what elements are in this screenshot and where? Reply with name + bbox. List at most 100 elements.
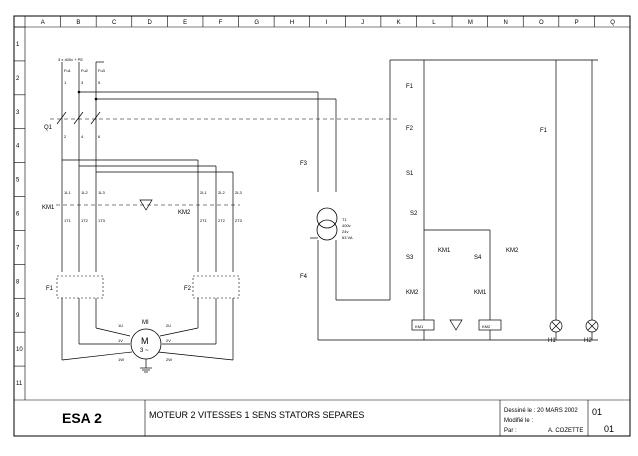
motor-m: M — [141, 336, 149, 346]
km2-coil — [478, 319, 502, 331]
motor-wire — [61, 351, 133, 361]
row-label: 11 — [16, 381, 23, 387]
row-label: 5 — [16, 178, 20, 184]
km1-l2: 1L2 — [81, 190, 88, 195]
row-label: 3 — [16, 110, 20, 116]
q1-num-2: 4 — [81, 134, 84, 139]
km1-t3: 1T3 — [98, 218, 106, 223]
motor-wire — [157, 351, 234, 361]
column-label: H — [290, 20, 294, 26]
q1-num-1: 2 — [64, 134, 67, 139]
motor-term-2w: 2W — [166, 357, 172, 362]
column-label: N — [503, 20, 507, 26]
motor-term-1v: 1V — [118, 338, 123, 343]
km2-l2: 2L2 — [218, 190, 225, 195]
sheet-frame — [13, 15, 631, 437]
transformer-secondary — [316, 219, 338, 241]
t1-line-4: 63 VA — [342, 235, 353, 240]
km2-coil-label: KM2 — [482, 324, 491, 329]
row-label: 2 — [16, 76, 20, 82]
s2-label: S2 — [410, 211, 418, 217]
column-label: I — [326, 20, 328, 26]
row-headers: 1 2 3 4 5 6 7 8 9 10 11 — [14, 26, 25, 387]
km2-power-label: KM2 — [178, 210, 191, 216]
km2-t3: 2T3 — [235, 218, 243, 223]
t1-line-3: 24v — [342, 229, 348, 234]
column-label: O — [539, 20, 544, 26]
row-label: 8 — [16, 279, 20, 285]
drawing-title: MOTEUR 2 VITESSES 1 SENS STATORS SEPARES — [149, 410, 364, 420]
row-label: 10 — [16, 347, 23, 353]
s1-label: S1 — [406, 171, 414, 177]
km2-t2: 2T2 — [218, 218, 226, 223]
sheet-number: 01 — [592, 407, 602, 417]
f1-thermal-relay — [56, 275, 104, 299]
column-label: E — [183, 20, 187, 26]
fuse-num-2: 3 — [81, 80, 84, 85]
km2-hold-label: KM2 — [506, 248, 519, 254]
f4-label: F4 — [300, 274, 308, 280]
motor-term-1w: 1W — [118, 357, 124, 362]
f3-label: F3 — [300, 161, 308, 167]
motor-term-1u: 1U — [118, 323, 123, 328]
coil-interlock-icon — [449, 319, 463, 331]
t1-line-2: 400v — [342, 223, 351, 228]
column-label: D — [148, 20, 153, 26]
row-label: 6 — [16, 212, 20, 218]
column-label: M — [468, 20, 473, 26]
column-label: K — [397, 20, 401, 26]
km1-coil — [411, 319, 435, 331]
motor-3: 3 ~ — [140, 348, 149, 354]
h1-lamp-icon — [549, 319, 563, 333]
column-label: B — [76, 20, 80, 26]
s4-label: S4 — [474, 255, 482, 261]
column-label: Q — [610, 20, 615, 26]
km1-interlock-label: KM1 — [474, 290, 487, 296]
junction — [94, 97, 98, 101]
row-label: 1 — [16, 42, 20, 48]
drawn-by-label: Par : — [504, 428, 517, 434]
fuse-label-2: Fu2 — [81, 68, 89, 73]
fuse-num-3: 5 — [98, 80, 101, 85]
km2-t1: 2T1 — [200, 218, 208, 223]
junction — [77, 90, 81, 94]
motor-wire — [159, 327, 199, 337]
km1-l3: 1L3 — [98, 190, 105, 195]
supply-label: 3 x 400v + PE — [58, 57, 83, 62]
s3-label: S3 — [406, 255, 414, 261]
q1-pole-3 — [90, 111, 101, 125]
author-name: A. COZETTE — [548, 428, 583, 434]
km2-l1: 2L1 — [200, 190, 207, 195]
f2-control-label: F2 — [406, 126, 414, 132]
fuse-label-3: Fu3 — [98, 68, 106, 73]
t1-line-1: T1 — [342, 217, 347, 222]
f1-power-label: F1 — [46, 286, 54, 292]
km1-t2: 1T2 — [81, 218, 89, 223]
transformer-primary — [316, 207, 338, 229]
drawn-date: Dessiné le : 20 MARS 2002 — [504, 408, 578, 414]
q1-label: Q1 — [44, 125, 53, 131]
f1-control-label: F1 — [406, 84, 414, 90]
km2-interlock-label: KM2 — [406, 290, 419, 296]
motor-wire — [95, 327, 131, 337]
sheet-total: 01 — [604, 424, 614, 434]
column-label: F — [219, 20, 223, 26]
fuse-label-1: Fu1 — [64, 68, 72, 73]
h2-label: H2 — [584, 338, 592, 344]
km1-t1: 1T1 — [64, 218, 72, 223]
row-label: 4 — [16, 144, 20, 150]
km1-power-label: KM1 — [42, 205, 55, 211]
fuse-num-1: 1 — [64, 80, 67, 85]
km1-coil-label: KM1 — [415, 324, 424, 329]
column-label: C — [112, 20, 117, 26]
row-label: 7 — [16, 245, 20, 251]
row-label: 9 — [16, 313, 20, 319]
motor-term-2v: 2V — [166, 338, 171, 343]
h1-label: H1 — [548, 338, 556, 344]
column-label: L — [432, 20, 436, 26]
q1-pole-2 — [73, 111, 84, 125]
f1-fault-label: F1 — [540, 128, 548, 134]
